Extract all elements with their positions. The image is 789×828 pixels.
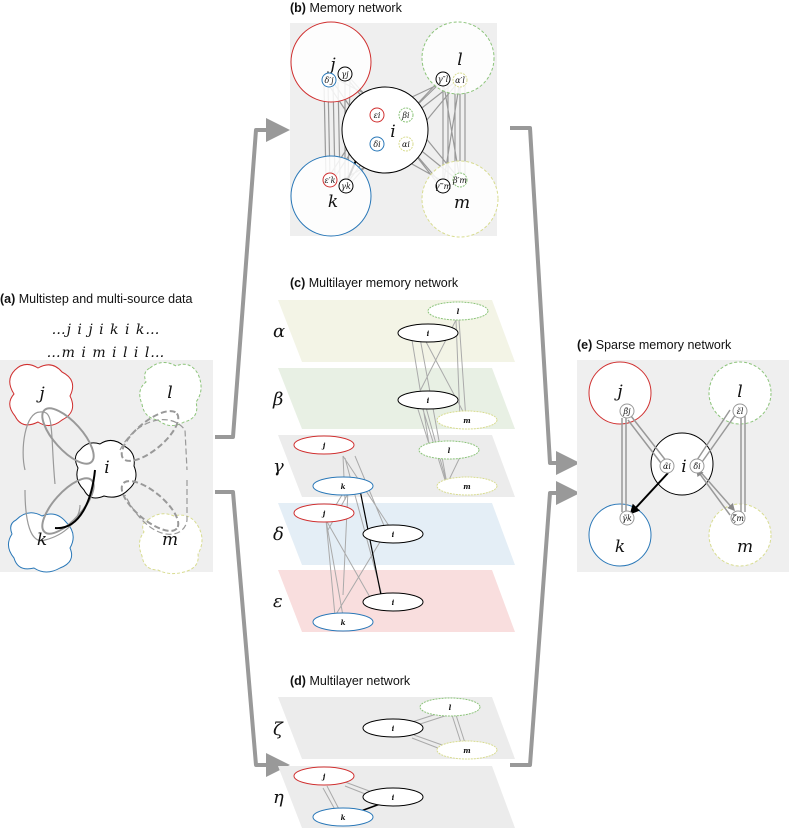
layer-label-beta: β [272, 389, 283, 410]
node-j-label: j [326, 55, 336, 75]
node-k [312, 807, 374, 827]
state-nodes: δ′j γj εi βi δi αi ε′k γk γ″l α′l γ‴m β′… [321, 66, 468, 194]
node-j-label: j [613, 382, 623, 402]
svg-text:l: l [448, 446, 451, 455]
node-i [341, 86, 429, 174]
node-i [650, 432, 714, 496]
layer-nodes: i l i m j l k m j i i k [293, 301, 498, 632]
arrow-d-to-e [510, 481, 580, 767]
svg-text:γ″l: γ″l [438, 75, 449, 84]
arrow-b-to-e [510, 126, 580, 475]
node-i [362, 787, 424, 807]
svg-text:δ′j: δ′j [324, 76, 334, 85]
svg-text:γ‴m: γ‴m [435, 182, 452, 191]
svg-text:δi: δi [373, 140, 381, 149]
panel-b: (b) Memory network j l i k m δ′j γj εi β… [290, 1, 499, 238]
svg-text:ε′k: ε′k [325, 176, 336, 185]
node-m-label: m [162, 530, 178, 550]
svg-text:i: i [392, 530, 395, 539]
node-m-label: m [737, 537, 753, 557]
node-m-label: m [454, 193, 470, 213]
sequence-2: …m i m i l i l… [47, 345, 166, 361]
panel-a: (a) Multistep and multi-source data …j i… [0, 292, 213, 575]
svg-text:m: m [463, 416, 470, 425]
svg-text:β′m: β′m [452, 176, 467, 185]
node-i-label: i [392, 724, 395, 733]
layer-label-delta: δ [273, 524, 284, 545]
node-i-label: i [392, 793, 395, 802]
node-i-label: i [390, 122, 395, 142]
node-m-blob [138, 513, 203, 575]
node-k-label: k [37, 530, 47, 550]
panel-d: (d) Multilayer network ζ η i l m j i k [273, 674, 515, 828]
node-i-label: i [681, 457, 686, 477]
svg-text:γj: γj [341, 70, 349, 79]
svg-text:ζ̃m: ζ̃m [732, 514, 744, 523]
sparse-edges [621, 409, 746, 515]
node-k [290, 155, 372, 237]
svg-text:ε̃l: ε̃l [737, 407, 744, 416]
svg-text:β̃j: β̃j [622, 407, 631, 416]
node-l-label: l [737, 382, 742, 402]
panel-e: (e) Sparse memory network j l i k m β̃j … [577, 338, 789, 572]
layer-label-zeta: ζ [273, 719, 284, 740]
layer-label-epsilon: ε [273, 591, 283, 612]
node-j-label: j [321, 772, 326, 781]
node-k [588, 503, 652, 567]
svg-text:βi: βi [401, 111, 410, 120]
arrow-a-to-b [215, 118, 290, 439]
interlayer-edges [325, 319, 468, 617]
svg-text:αi: αi [402, 140, 410, 149]
arrow-a-to-d [215, 490, 290, 777]
svg-text:α̃i: α̃i [663, 462, 671, 471]
panel-d-title: (d) Multilayer network [290, 674, 411, 688]
svg-text:m: m [463, 482, 470, 491]
layer-label-eta: η [273, 787, 284, 808]
svg-text:εi: εi [374, 111, 381, 120]
svg-text:k: k [341, 482, 346, 491]
sequence-1: …j i j i k i k… [52, 322, 161, 338]
panel-e-title: (e) Sparse memory network [577, 338, 732, 352]
svg-text:j: j [321, 441, 326, 450]
trajectories [22, 407, 188, 542]
svg-text:l: l [457, 307, 460, 316]
svg-text:γk: γk [341, 182, 351, 191]
svg-text:i: i [392, 598, 395, 607]
panel-a-title: (a) Multistep and multi-source data [0, 292, 193, 306]
svg-text:i: i [427, 396, 430, 405]
panel-b-title: (b) Memory network [290, 1, 403, 15]
svg-text:k: k [341, 618, 346, 627]
svg-text:i: i [427, 329, 430, 338]
node-m-label: m [463, 746, 470, 755]
node-k-label: k [328, 192, 338, 212]
panel-c: (c) Multilayer memory network α β γ δ ε … [272, 276, 515, 632]
layer-label-alpha: α [273, 321, 285, 342]
node-l [708, 361, 772, 425]
layer-label-gamma: γ [273, 456, 284, 477]
sparse-state-nodes: β̃j ε̃l α̃i δ̃i γ̃k ζ̃m [619, 403, 748, 526]
node-i [362, 718, 424, 738]
panel-c-title: (c) Multilayer memory network [290, 276, 459, 290]
node-j [290, 21, 372, 103]
flow-arrows [215, 118, 580, 777]
node-i-label: i [104, 458, 109, 478]
node-k-label: k [341, 813, 346, 822]
node-l-blob [139, 362, 202, 426]
svg-text:γ̃k: γ̃k [622, 514, 632, 523]
svg-text:δ̃i: δ̃i [693, 462, 701, 471]
node-j [588, 361, 652, 425]
node-j [293, 766, 355, 786]
node-l-label: l [457, 50, 462, 70]
node-l-label: l [167, 383, 172, 403]
node-l-label: l [449, 703, 452, 712]
node-m [436, 740, 498, 760]
node-k-label: k [615, 537, 625, 557]
node-j-label: j [35, 384, 45, 404]
svg-text:α′l: α′l [455, 76, 465, 85]
node-l [419, 697, 481, 717]
svg-text:j: j [321, 509, 326, 518]
